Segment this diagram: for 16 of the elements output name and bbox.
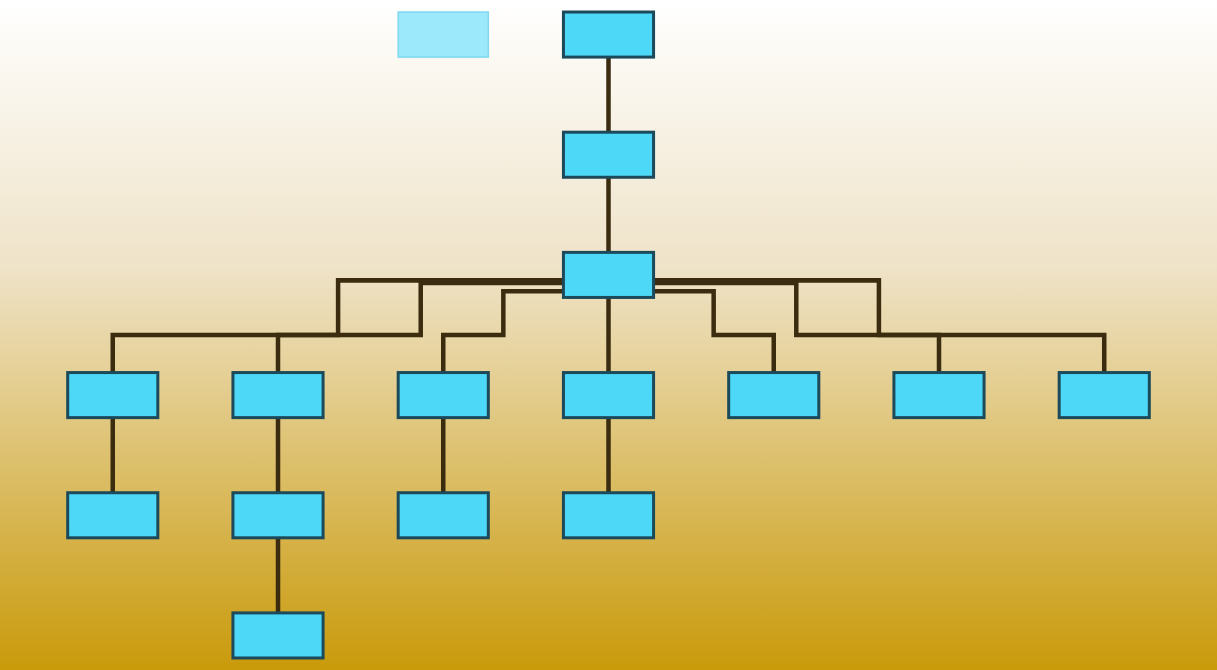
node-box	[1057, 371, 1151, 420]
node-box	[561, 491, 656, 540]
node-box	[66, 371, 160, 420]
node-box	[396, 371, 490, 420]
node-box	[231, 491, 325, 540]
node-box	[561, 10, 656, 59]
node-box	[561, 371, 656, 420]
node-box	[397, 11, 490, 58]
node-box	[561, 250, 656, 299]
node-box	[66, 491, 160, 540]
node-box	[727, 371, 821, 420]
node-box	[231, 611, 325, 660]
node-box	[892, 371, 986, 420]
node-box	[561, 130, 656, 179]
node-box	[231, 371, 325, 420]
node-box	[396, 491, 490, 540]
